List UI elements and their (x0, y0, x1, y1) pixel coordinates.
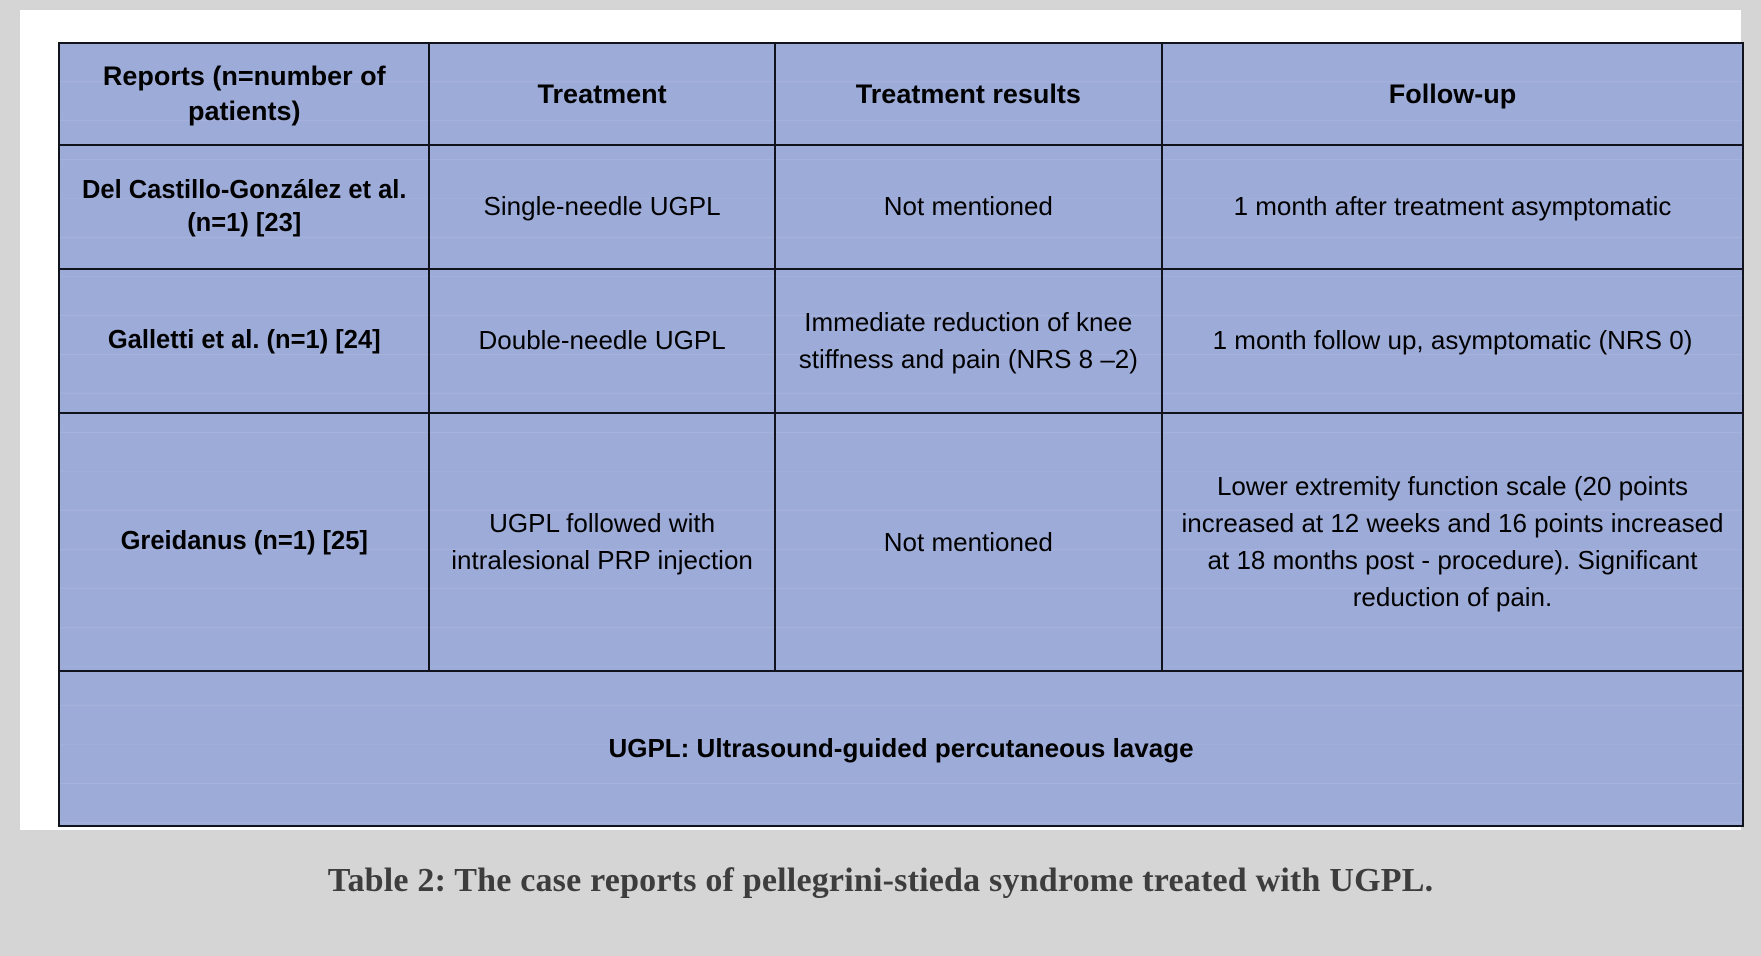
cell-results-2: Immediate reduction of knee stiffness an… (773, 267, 1164, 415)
cell-results-1: Not mentioned (773, 144, 1164, 270)
table-row: Del Castillo-González et al. (n=1) [23] … (57, 144, 1744, 270)
table-header-row: Reports (n=number of patients) Treatment… (57, 42, 1744, 146)
table-container: Reports (n=number of patients) Treatment… (57, 42, 1744, 828)
case-reports-table: Reports (n=number of patients) Treatment… (57, 42, 1744, 828)
table-row: Greidanus (n=1) [25] UGPL followed with … (57, 412, 1744, 672)
table-caption: Table 2: The case reports of pellegrini-… (327, 862, 1434, 899)
column-header-follow-up: Follow-up (1161, 42, 1744, 146)
cell-report-2: Galletti et al. (n=1) [24] (57, 267, 431, 415)
cell-treatment-3: UGPL followed with intralesional PRP inj… (428, 412, 776, 672)
column-header-reports: Reports (n=number of patients) (57, 42, 431, 146)
cell-followup-1: 1 month after treatment asymptomatic (1161, 144, 1744, 270)
table-footnote-row: UGPL: Ultrasound-guided percutaneous lav… (58, 669, 1744, 828)
column-header-treatment-results: Treatment results (773, 42, 1164, 146)
cell-treatment-2: Double-needle UGPL (428, 267, 776, 415)
column-header-treatment: Treatment (428, 42, 776, 146)
cell-treatment-1: Single-needle UGPL (428, 144, 776, 270)
cell-followup-3: Lower extremity function scale (20 point… (1161, 412, 1744, 672)
cell-results-3: Not mentioned (773, 412, 1164, 672)
table-row: Galletti et al. (n=1) [24] Double-needle… (57, 267, 1744, 415)
table-frame: Reports (n=number of patients) Treatment… (20, 10, 1744, 830)
cell-report-1: Del Castillo-González et al. (n=1) [23] (57, 144, 431, 270)
table-footnote: UGPL: Ultrasound-guided percutaneous lav… (58, 669, 1744, 828)
cell-report-3: Greidanus (n=1) [25] (57, 412, 431, 672)
cell-followup-2: 1 month follow up, asymptomatic (NRS 0) (1161, 267, 1744, 415)
